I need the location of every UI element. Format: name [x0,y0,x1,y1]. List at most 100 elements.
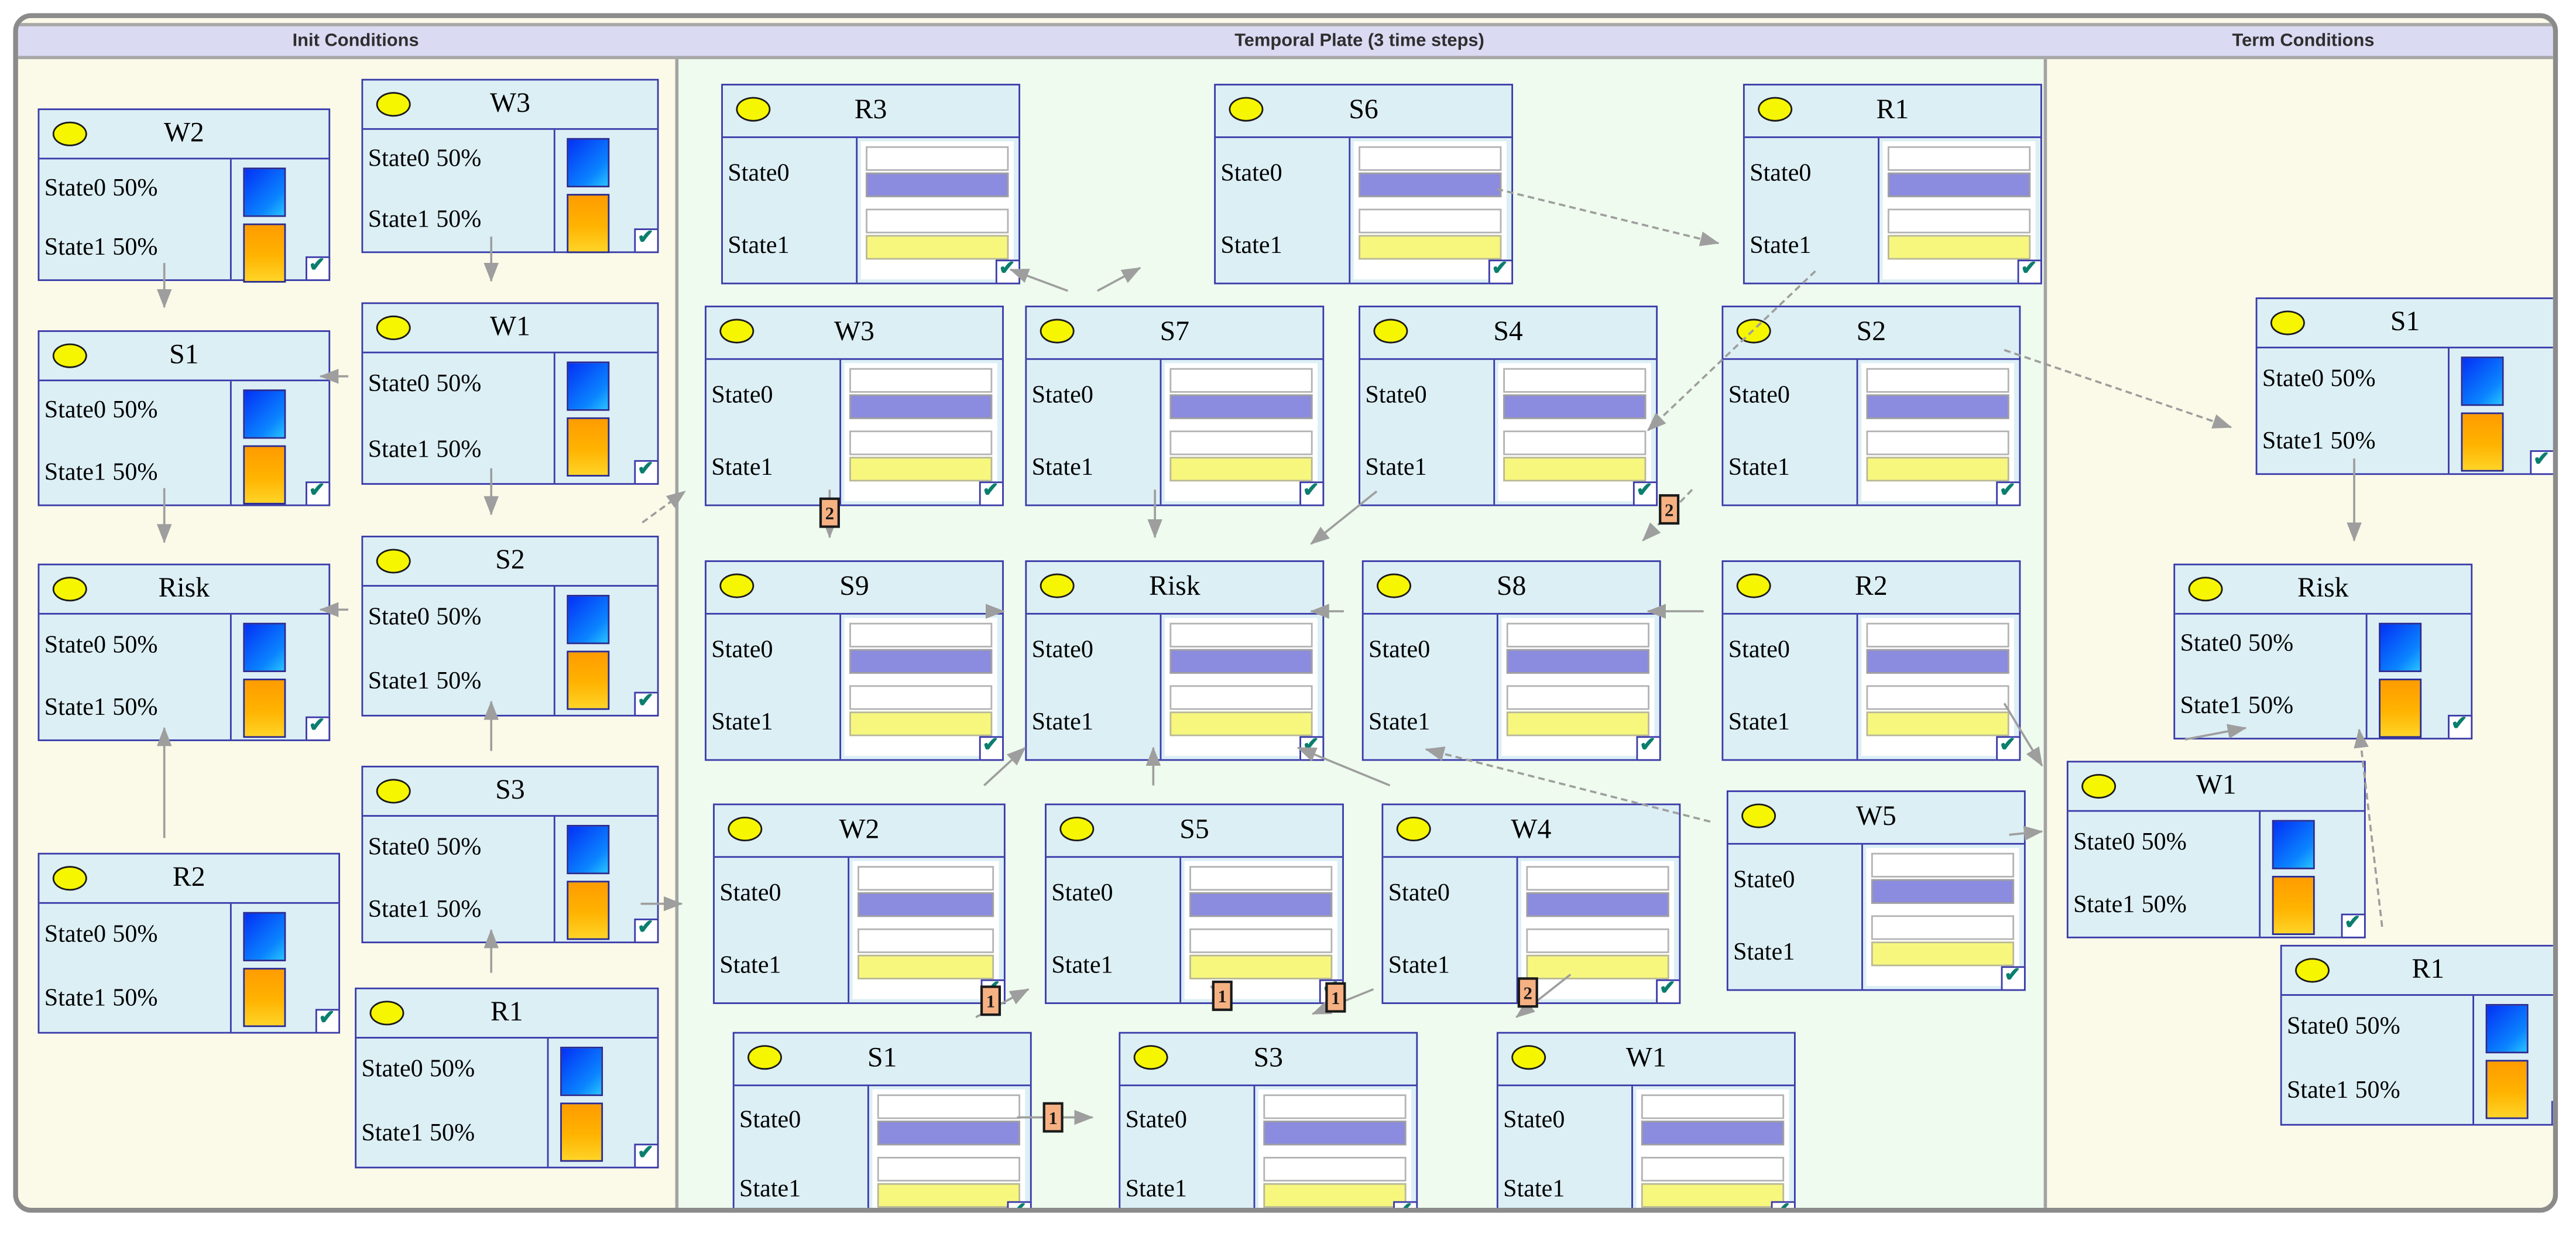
state-row-state0: State0 [1383,858,1516,930]
state0-probability-square [243,912,286,961]
state0-empty-bar [866,146,1009,171]
state-label: State0 [1388,880,1450,906]
node-checkbox[interactable]: ✔ [634,915,659,944]
node-chart-area [555,587,657,715]
node-checkbox[interactable]: ✔ [1996,478,2021,506]
node-name: R3 [854,93,887,125]
node-checkbox[interactable]: ✔ [1488,256,1514,285]
state0-probability-square [567,595,610,645]
node-checkbox[interactable]: ✔ [1299,733,1325,761]
node-checkbox[interactable]: ✔ [634,225,659,254]
node-checkbox[interactable]: ✔ [634,1140,659,1169]
node-checkbox[interactable]: ✔ [2017,256,2042,285]
state0-probability-square [567,361,610,411]
node-checkbox[interactable]: ✔ [980,976,1006,1004]
node-checkbox[interactable]: ✔ [979,478,1004,506]
state-row-state0: State0 [1723,615,1856,687]
node-checkbox[interactable]: ✔ [2341,910,2366,938]
node-checkbox[interactable]: ✔ [1636,733,1661,761]
node-checkbox[interactable]: ✔ [1632,478,1658,506]
node-title-bar: Risk [39,566,329,615]
node-checkbox[interactable]: ✔ [2001,962,2026,991]
node-title-bar: W4 [1383,805,1679,858]
node-name: R2 [172,861,205,893]
state-probability-value: 50% [112,460,158,487]
node-checkbox[interactable]: ✔ [2530,447,2553,475]
node-checkbox[interactable]: ✔ [1656,976,1681,1004]
state-label: State0 [1733,866,1795,893]
node-checkbox[interactable]: ✔ [315,1006,340,1034]
node-checkbox[interactable]: ✔ [634,457,659,485]
state-label: State1 [368,896,430,923]
node-ellipse-icon [1736,573,1771,598]
node-checkbox[interactable]: ✔ [2551,1101,2553,1126]
state1-empty-bar [1263,1156,1407,1182]
state1-empty-bar [1887,208,2031,234]
state-label: State0 [44,922,107,948]
state1-belief-bar [1871,941,2015,967]
node-name: S2 [495,544,525,576]
node-checkbox[interactable]: ✔ [1771,1198,1796,1208]
state-label: State0 [2262,365,2324,392]
state0-empty-bar [849,368,993,393]
node-checkbox[interactable]: ✔ [1393,1198,1418,1208]
node-checkbox[interactable]: ✔ [995,256,1020,285]
node-checkbox[interactable]: ✔ [306,713,331,741]
node-checkbox[interactable]: ✔ [2448,711,2473,740]
node-checkbox[interactable]: ✔ [306,478,331,506]
node-checkbox[interactable]: ✔ [1996,733,2021,761]
node-title-bar: S1 [734,1033,1030,1087]
node-ellipse-icon [376,315,411,340]
state-row-state1: State1 [1027,687,1160,759]
node-checkbox[interactable]: ✔ [1299,478,1325,506]
state0-belief-bar [1641,1121,1785,1146]
state-label: State0 [361,1056,423,1083]
state0-empty-bar [1526,866,1669,891]
node-checkbox[interactable]: ✔ [306,253,331,281]
node-checkbox[interactable]: ✔ [1007,1198,1032,1208]
node-checkbox[interactable]: ✔ [979,733,1004,761]
checkmark-icon: ✔ [637,688,654,712]
state-label: State1 [368,669,430,696]
node-checkbox[interactable]: ✔ [634,688,659,717]
checkmark-icon: ✔ [2004,962,2021,986]
node-checkbox[interactable]: ✔ [1319,976,1344,1004]
